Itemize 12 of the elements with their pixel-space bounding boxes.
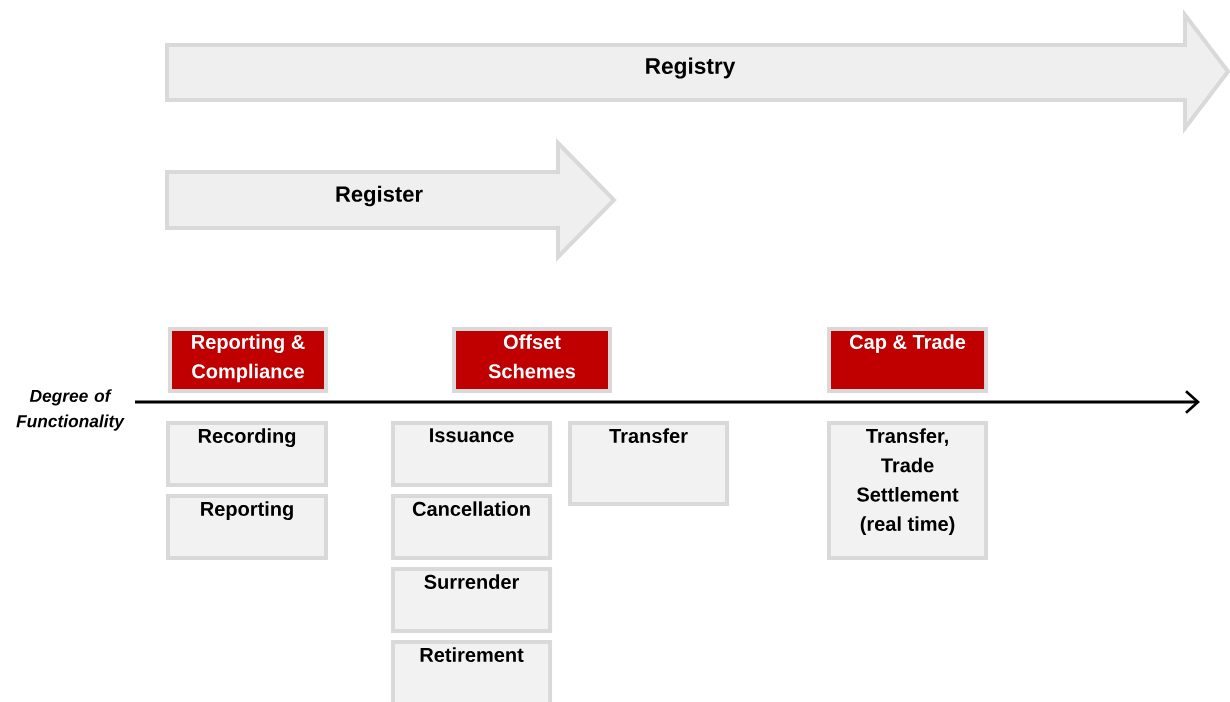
category-box: Reporting & Compliance	[168, 327, 328, 393]
category-box: Cap & Trade	[827, 327, 989, 393]
function-box: Transfer	[568, 421, 730, 507]
function-box: Surrender	[391, 567, 553, 633]
function-box: Issuance	[391, 421, 553, 487]
function-box: Cancellation	[391, 494, 553, 560]
function-box: Transfer, Trade Settlement (real time)	[827, 421, 989, 560]
function-box: Recording	[166, 421, 328, 487]
axis-label: Degree of Functionality	[16, 389, 125, 431]
category-box: Offset Schemes	[452, 327, 612, 393]
function-box: Retirement	[391, 640, 553, 702]
function-box: Reporting	[166, 494, 328, 560]
